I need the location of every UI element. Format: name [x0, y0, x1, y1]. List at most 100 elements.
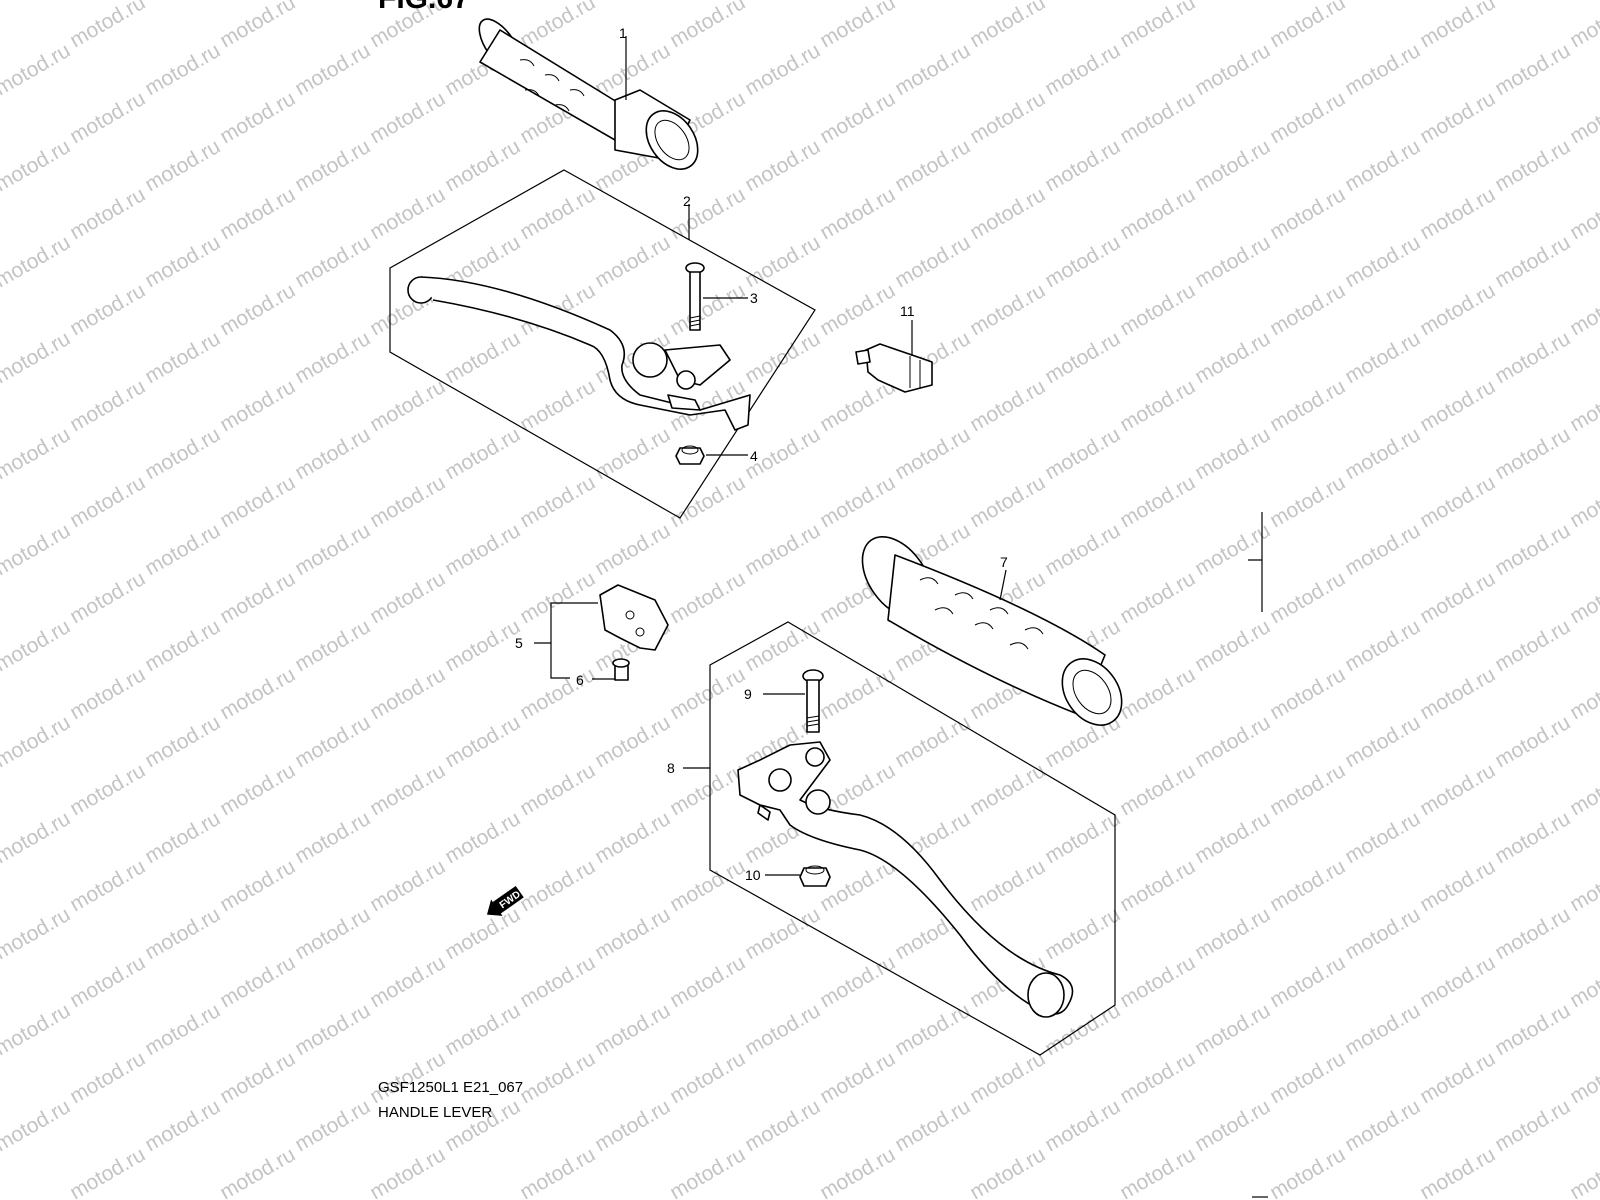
watermark-text: motod.ru — [441, 807, 524, 868]
watermark-text: motod.ru — [741, 615, 824, 676]
callout-9: 9 — [744, 686, 752, 702]
watermark-text: motod.ru — [666, 951, 749, 1012]
watermark-text: motod.ru — [366, 375, 449, 436]
watermark-text: motod.ru — [1566, 279, 1600, 340]
watermark-text: motod.ru — [591, 903, 674, 964]
watermark-text: motod.ru — [216, 759, 299, 820]
watermark-text: motod.ru — [291, 0, 374, 4]
watermark-text: motod.ru — [816, 471, 899, 532]
figure-model-code: GSF1250L1 E21_067 — [378, 1079, 524, 1096]
watermark-text: motod.ru — [66, 1047, 149, 1108]
watermark-text: motod.ru — [1491, 519, 1574, 580]
watermark-text: motod.ru — [141, 519, 224, 580]
watermark-text: motod.ru — [1266, 0, 1349, 52]
watermark-text: motod.ru — [441, 423, 524, 484]
watermark-text: motod.ru — [591, 1095, 674, 1156]
watermark-text: motod.ru — [141, 423, 224, 484]
watermark-text: motod.ru — [1041, 39, 1124, 100]
watermark-text: motod.ru — [966, 1047, 1049, 1108]
watermark-text: motod.ru — [1491, 711, 1574, 772]
watermark-text: motod.ru — [1491, 231, 1574, 292]
watermark-text: motod.ru — [1341, 807, 1424, 868]
watermark-text: motod.ru — [141, 39, 224, 100]
watermark-text: motod.ru — [1566, 567, 1600, 628]
lever-assembly-box-8 — [709, 621, 1116, 1056]
callout-numbers: 1 2 3 4 5 6 7 8 9 10 11 — [515, 25, 1008, 883]
watermark-text: motod.ru — [1116, 0, 1199, 52]
watermark-text: motod.ru — [1191, 423, 1274, 484]
watermark-text: motod.ru — [141, 0, 224, 4]
watermark-text: motod.ru — [0, 807, 74, 868]
watermark-text: motod.ru — [1116, 951, 1199, 1012]
watermark-text: motod.ru — [1416, 663, 1499, 724]
watermark-text: motod.ru — [516, 1143, 599, 1200]
watermark-text: motod.ru — [816, 1047, 899, 1108]
watermark-text: motod.ru — [1566, 375, 1600, 436]
watermark-text: motod.ru — [1341, 615, 1424, 676]
watermark-text: motod.ru — [141, 1095, 224, 1156]
watermark-text: motod.ru — [66, 567, 149, 628]
watermark-text: motod.ru — [741, 999, 824, 1060]
watermark-text: motod.ru — [1191, 711, 1274, 772]
watermark-text: motod.ru — [1266, 1047, 1349, 1108]
watermark-text: motod.ru — [966, 87, 1049, 148]
watermark-text: motod.ru — [516, 375, 599, 436]
watermark-text: motod.ru — [1116, 279, 1199, 340]
watermark-text: motod.ru — [1566, 759, 1600, 820]
watermark-text: motod.ru — [0, 711, 74, 772]
watermark-text: motod.ru — [1416, 183, 1499, 244]
watermark-text: motod.ru — [816, 279, 899, 340]
watermark-text: motod.ru — [666, 183, 749, 244]
watermark-text: motod.ru — [1266, 567, 1349, 628]
watermark-text: motod.ru — [1191, 39, 1274, 100]
watermark-text: motod.ru — [1491, 327, 1574, 388]
watermark-text: motod.ru — [1341, 39, 1424, 100]
watermark-text: motod.ru — [591, 423, 674, 484]
watermark-text: motod.ru — [516, 567, 599, 628]
watermark-text: motod.ru — [216, 951, 299, 1012]
watermark-text: motod.ru — [1191, 807, 1274, 868]
watermark-text: motod.ru — [291, 999, 374, 1060]
watermark-text: motod.ru — [966, 0, 1049, 52]
margin-bracket — [1248, 512, 1263, 612]
watermark-text: motod.ru — [0, 135, 74, 196]
watermark-text: motod.ru — [666, 1143, 749, 1200]
switch-5-part — [599, 584, 669, 651]
leader-lines — [534, 36, 1007, 876]
watermark-text: motod.ru — [1116, 1047, 1199, 1108]
watermark-text: motod.ru — [1266, 759, 1349, 820]
watermark-text: motod.ru — [966, 183, 1049, 244]
watermark-text: motod.ru — [1266, 279, 1349, 340]
watermark-text: motod.ru — [891, 999, 974, 1060]
watermark-text: motod.ru — [216, 375, 299, 436]
watermark-text: motod.ru — [891, 423, 974, 484]
watermark-text: motod.ru — [0, 327, 74, 388]
watermark-text: motod.ru — [1416, 471, 1499, 532]
watermark-text: motod.ru — [891, 1095, 974, 1156]
watermark-text: motod.ru — [741, 0, 824, 4]
watermark-text: motod.ru — [1566, 1143, 1600, 1200]
watermark-text: motod.ru — [1566, 951, 1600, 1012]
watermark-text: motod.ru — [66, 279, 149, 340]
watermark-text: motod.ru — [66, 951, 149, 1012]
watermark-text: motod.ru — [816, 0, 899, 52]
watermark-text: motod.ru — [516, 663, 599, 724]
watermark-text: motod.ru — [441, 999, 524, 1060]
watermark-text: motod.ru — [141, 231, 224, 292]
watermark-text: motod.ru — [366, 471, 449, 532]
watermark-text: motod.ru — [1116, 855, 1199, 916]
watermark-text: motod.ru — [891, 711, 974, 772]
watermark-text: motod.ru — [216, 1143, 299, 1200]
watermark-text: motod.ru — [741, 39, 824, 100]
watermark-text: motod.ru — [516, 1047, 599, 1108]
watermark-text: motod.ru — [966, 855, 1049, 916]
watermark-text: motod.ru — [816, 951, 899, 1012]
watermark-text: motod.ru — [1116, 663, 1199, 724]
watermark-text: motod.ru — [816, 1143, 899, 1200]
watermark-text: motod.ru — [291, 903, 374, 964]
watermark-text: motod.ru — [966, 471, 1049, 532]
watermark-text: motod.ru — [1491, 423, 1574, 484]
watermark-text: motod.ru — [1191, 0, 1274, 4]
watermark-text: motod.ru — [0, 615, 74, 676]
watermark-text: motod.ru — [1566, 855, 1600, 916]
